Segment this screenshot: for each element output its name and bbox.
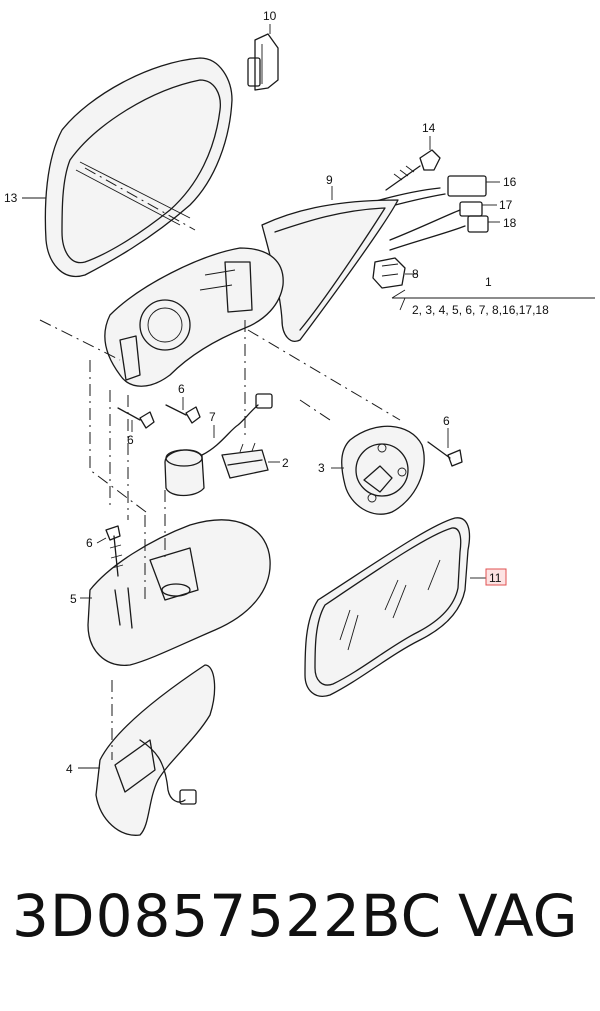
- callout-10: 10: [263, 9, 277, 23]
- callout-16: 16: [503, 175, 517, 189]
- bulb-holder-part-2: [221, 442, 269, 479]
- mirror-frame: [104, 247, 284, 387]
- callout-5: 5: [70, 592, 77, 606]
- leader-lines: [22, 24, 500, 769]
- callout-2: 2: [282, 456, 289, 470]
- callout-4: 4: [66, 762, 73, 776]
- callout-17: 17: [499, 198, 513, 212]
- callout-13: 13: [4, 191, 18, 205]
- callout-1-sublist: 2, 3, 4, 5, 6, 7, 8,16,17,18: [412, 303, 549, 317]
- callout-7: 7: [209, 410, 216, 424]
- callout-bracket-1: [391, 289, 595, 311]
- callout-14: 14: [422, 121, 436, 135]
- mirror-housing-cover: [44, 57, 233, 278]
- mirror-glass-part-11: [304, 517, 471, 697]
- callout-1: 1: [485, 275, 492, 289]
- base-housing-part-4: [95, 664, 216, 836]
- callout-18: 18: [503, 216, 517, 230]
- callout-8: 8: [412, 267, 419, 281]
- footer: 3D0857522BC VAG: [0, 882, 600, 972]
- highlight-box: [485, 568, 507, 586]
- callout-11: 11: [489, 571, 502, 585]
- callout-11-highlight: 11: [485, 568, 507, 586]
- screws-part-6-left: [117, 404, 201, 429]
- screw-part-14: [385, 149, 441, 191]
- clip-part-10: [247, 33, 279, 91]
- callout-6-d: 6: [86, 536, 93, 550]
- lower-housing-part-5: [87, 519, 271, 666]
- lamp-part-7: [164, 393, 273, 497]
- brand-label: VAG: [458, 882, 578, 950]
- callout-9: 9: [326, 173, 333, 187]
- callout-labels: 10 13 14 9 16 17 18 8 1 2, 3, 4, 5, 6, 7…: [4, 9, 549, 776]
- screw-part-6-right: [427, 441, 463, 467]
- callout-6-c: 6: [443, 414, 450, 428]
- clip-part-8: [372, 257, 406, 289]
- assembly-lines: [39, 167, 401, 760]
- callout-3: 3: [318, 461, 325, 475]
- callout-6-b: 6: [127, 433, 134, 447]
- callout-6-a: 6: [178, 382, 185, 396]
- part-number: 3D0857522BC: [12, 882, 443, 950]
- screw-part-6-lower: [105, 525, 124, 577]
- adjustment-motor-part-3: [341, 425, 425, 515]
